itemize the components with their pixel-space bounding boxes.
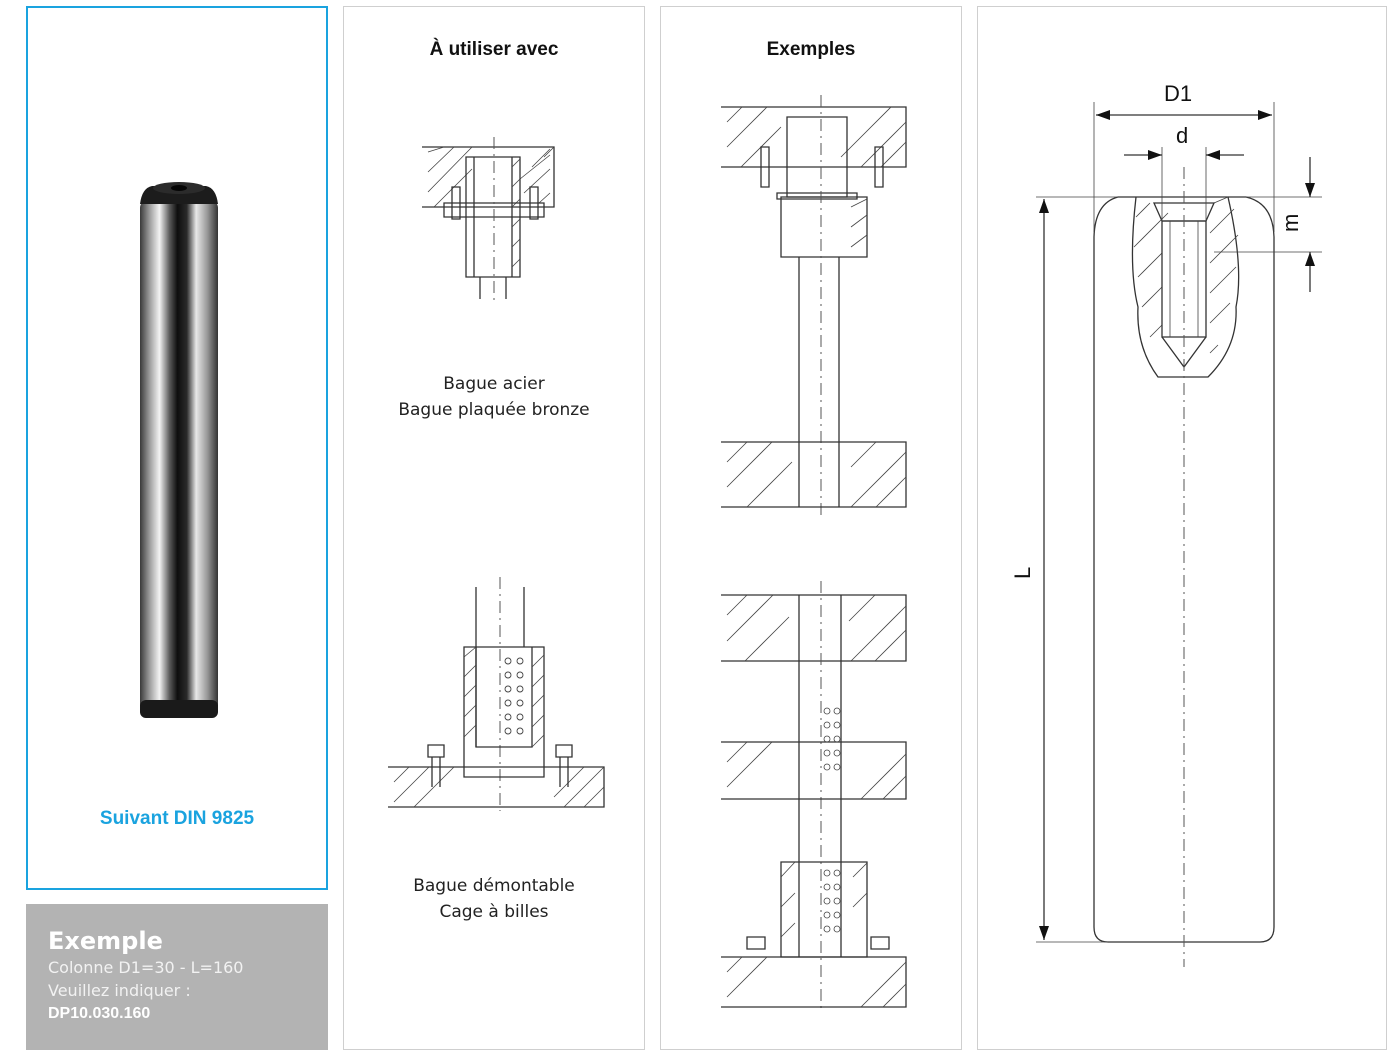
example-reference: DP10.030.160 [48, 1005, 151, 1022]
ball-cage-bushing-drawing [388, 577, 605, 811]
example-title: Exemple [48, 927, 163, 955]
label-m: m [1278, 214, 1303, 232]
steel-bushing-drawing [422, 137, 555, 303]
examples-panel: Exemples [660, 6, 962, 1050]
example-assembly-1 [721, 95, 907, 519]
examples-title: Exemples [766, 39, 856, 60]
label-d1: D1 [1164, 81, 1192, 106]
product-panel: Suivant DIN 9825 [26, 6, 328, 890]
use-with-panel: À utiliser avec Bague acier Bague plaqué… [343, 6, 645, 1050]
order-example-box: Exemple Colonne D1=30 - L=160 Veuillez i… [26, 904, 328, 1050]
caption-bronze-bushing: Bague plaquée bronze [398, 400, 590, 420]
label-d: d [1176, 123, 1188, 148]
example-assembly-2 [721, 581, 907, 1009]
dimension-drawing-panel: D1 d m L [977, 6, 1387, 1050]
pillar-dimension-drawing: D1 d m L [1010, 81, 1322, 967]
caption-removable-bushing: Bague démontable [413, 876, 575, 896]
caption-ball-cage: Cage à billes [439, 902, 549, 922]
caption-steel-bushing: Bague acier [443, 374, 545, 394]
use-with-caption-1: Bague acier Bague plaquée bronze [344, 371, 644, 423]
guide-pillar-photo [140, 182, 218, 718]
use-with-title: À utiliser avec [429, 39, 559, 60]
use-with-caption-2: Bague démontable Cage à billes [344, 873, 644, 925]
example-line-2: Veuillez indiquer : [48, 981, 191, 1000]
label-l: L [1010, 567, 1035, 579]
example-line-1: Colonne D1=30 - L=160 [48, 958, 244, 977]
standard-label: Suivant DIN 9825 [99, 808, 255, 829]
